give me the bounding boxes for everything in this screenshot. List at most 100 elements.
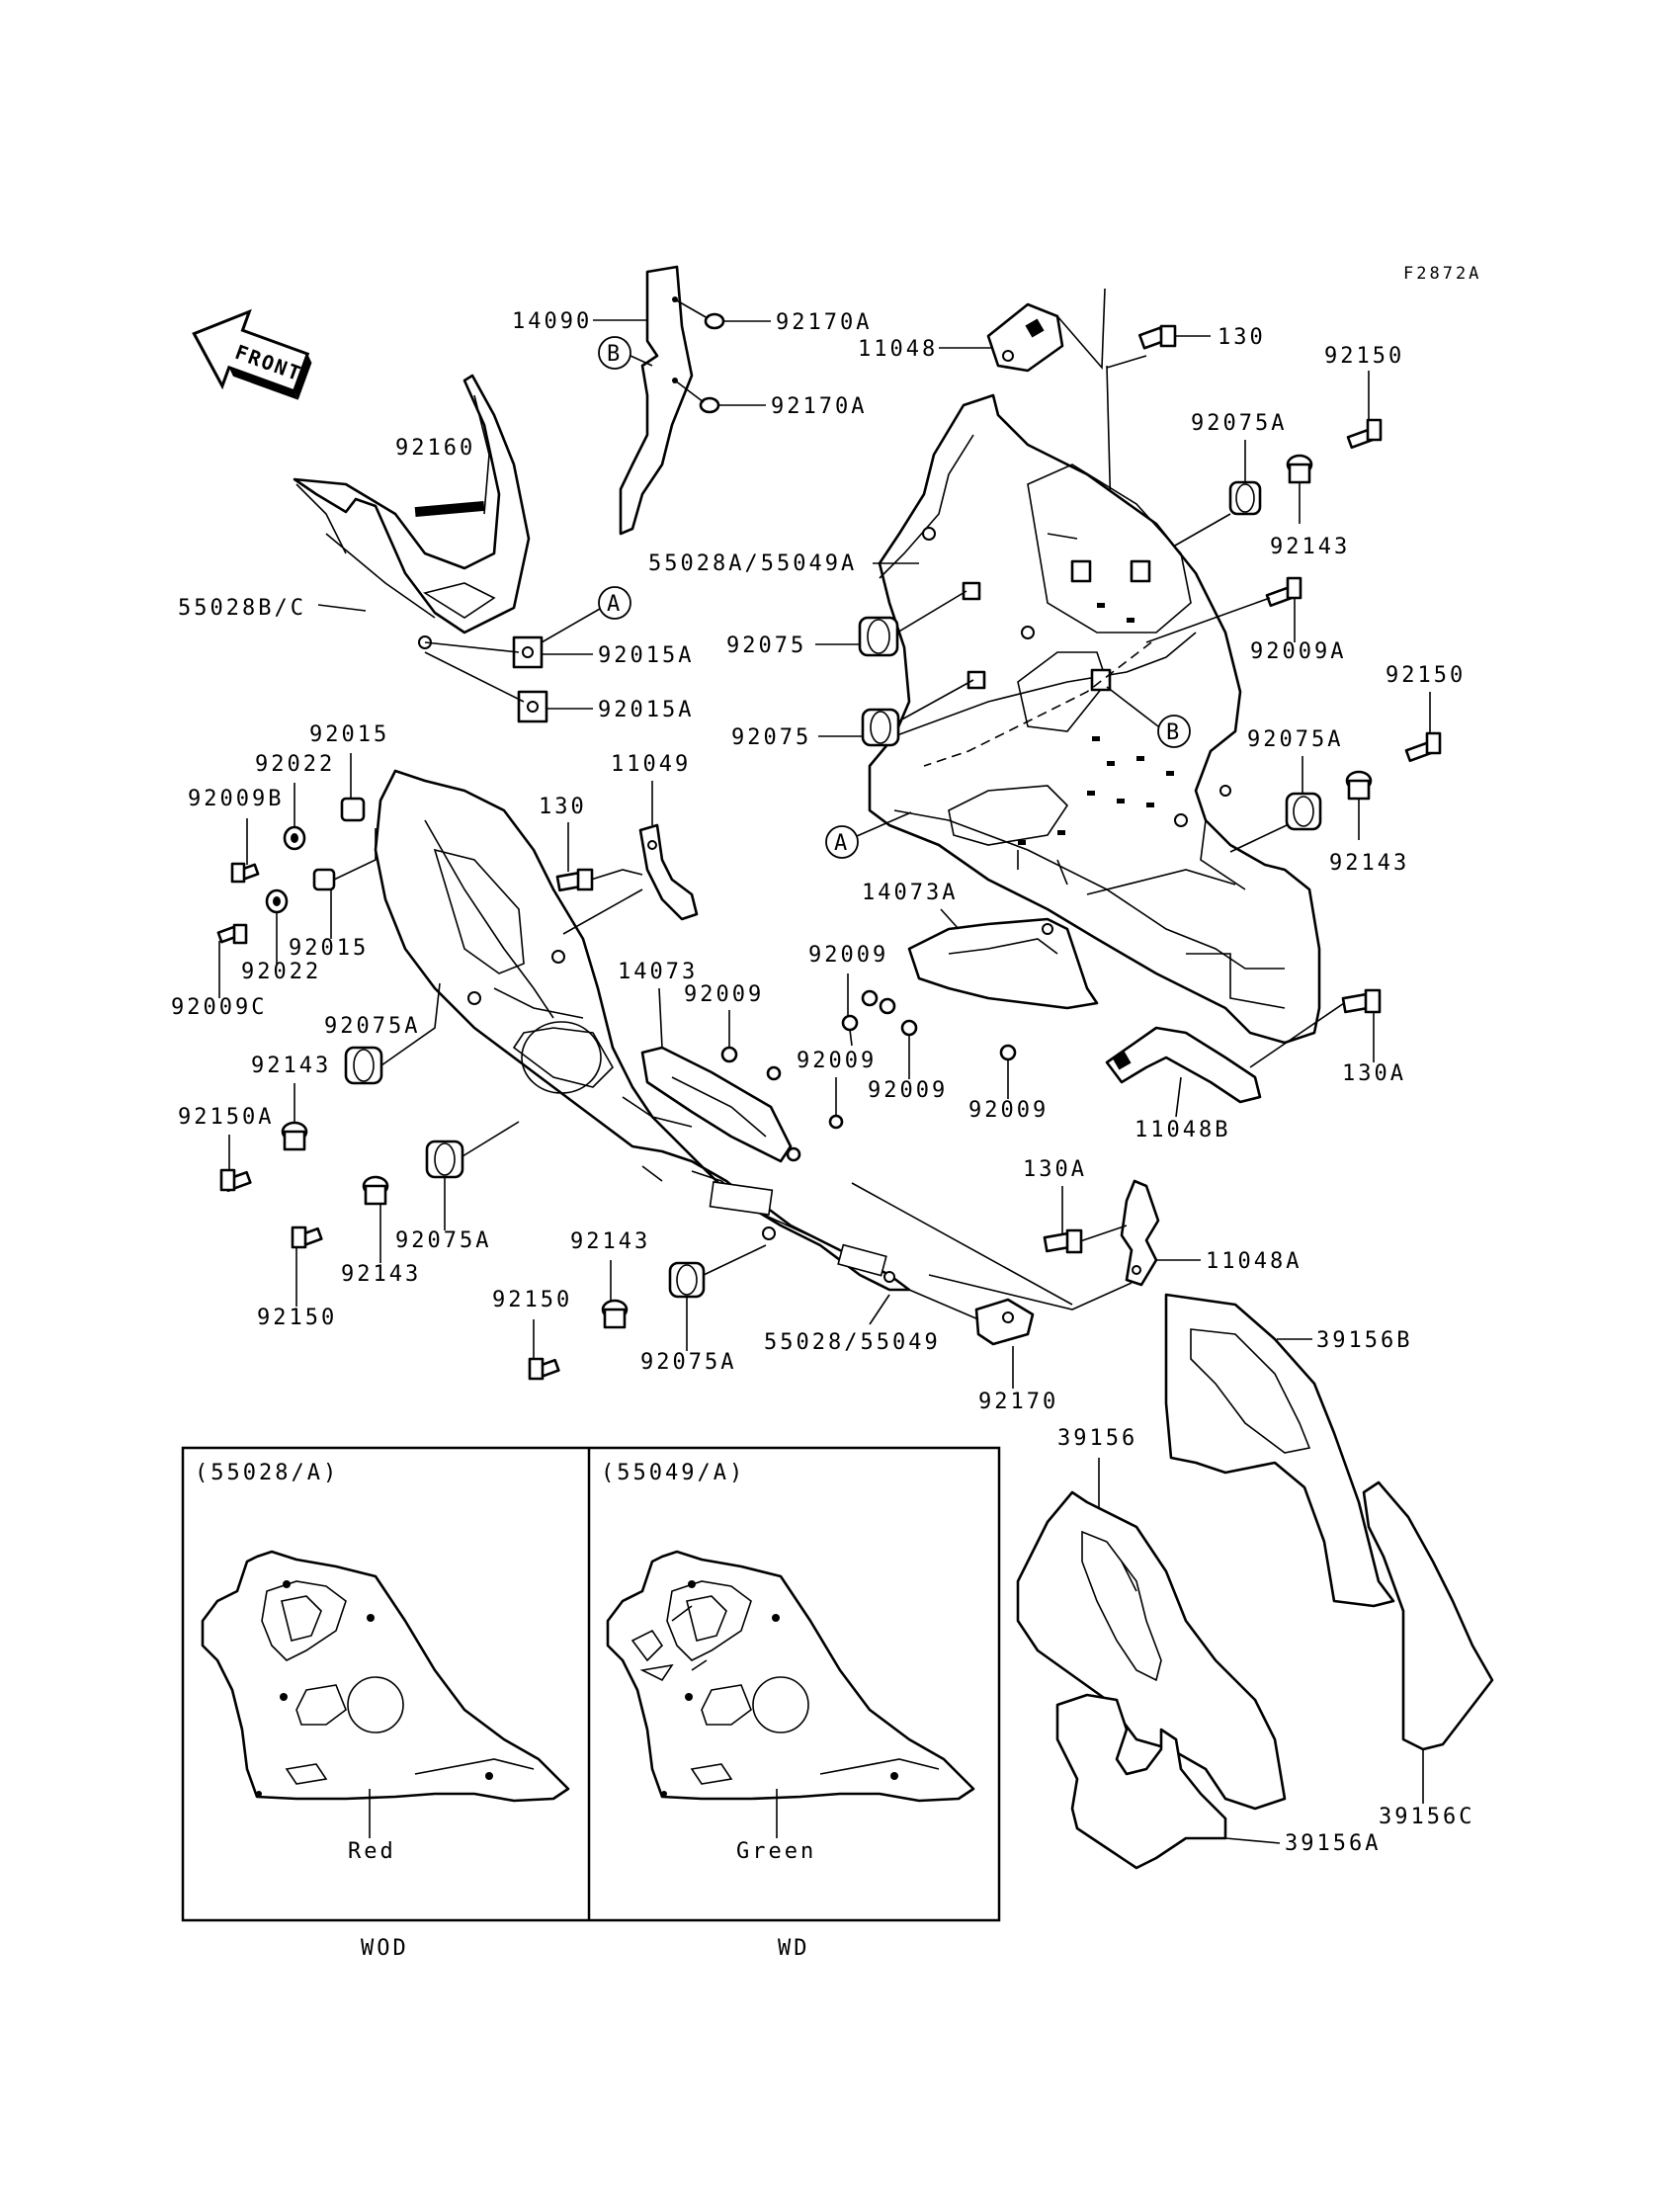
label-92075a-right: 92075A [1247,727,1343,752]
collar-92143-top [1286,454,1313,484]
bolt-130a-low [1043,1228,1083,1254]
bolt-92009c [216,923,248,945]
duct-14073 [640,1046,793,1163]
label-92009-4: 92009 [797,1049,877,1073]
bolt-130-top [1137,324,1177,350]
bolt-92009b [230,862,260,884]
ref-b-2: B [1166,720,1179,745]
screw-92009-4 [766,1065,844,1162]
inset-right-caption: WD [778,1936,810,1961]
shield-39156c [1362,1480,1494,1751]
inset-left-caption: WOD [361,1936,409,1961]
ref-a-1: A [607,592,620,617]
label-130a-low: 130A [1023,1157,1087,1182]
shield-39156 [1016,1490,1287,1811]
collar-92143-bottom [601,1299,629,1329]
label-92015-a: 92015 [309,722,389,747]
inset-right-title: (55049/A) [601,1461,745,1485]
bracket-14090 [619,265,694,536]
inset-right-color: Green [736,1839,816,1864]
label-92075a-top: 92075A [1191,411,1287,436]
label-39156c: 39156C [1379,1805,1474,1829]
collar-92143-left [281,1121,308,1151]
bracket-11048 [986,302,1064,373]
grommet-92075a-right [1285,792,1322,831]
bolt-92150a [219,1168,252,1193]
collar-92143-low [362,1175,389,1206]
label-92150-low: 92150 [257,1306,337,1330]
label-92170a-2: 92170A [771,394,867,419]
grommet-92075-1 [858,616,899,657]
label-55028bc: 55028B/C [178,596,306,621]
label-92143-top: 92143 [1270,535,1350,559]
label-92075-2: 92075 [731,725,811,750]
label-92075a-low: 92075A [395,1228,491,1253]
label-92160: 92160 [395,436,475,461]
label-39156b: 39156B [1316,1328,1412,1353]
bolt-92150-right [1404,731,1442,763]
label-92143-left: 92143 [251,1054,331,1078]
lower-fairing-55028-55049 [374,769,911,1292]
ref-b-1: B [607,342,620,367]
label-92009-3: 92009 [868,1078,948,1103]
bracket-11049 [638,823,699,921]
washer-92022-b [265,888,289,914]
clip-92170 [974,1298,1035,1346]
bracket-11048a [1120,1179,1160,1287]
shield-39156a [1055,1693,1281,1870]
screw-92009-1 [841,1014,859,1047]
screw-92009-2 [720,1046,738,1063]
bolt-92150-low [291,1225,323,1249]
bracket-11048b [1105,1026,1262,1104]
label-92150-right: 92150 [1386,663,1466,688]
collar-92143-right [1345,770,1373,801]
bolt-130-mid [555,868,594,892]
grommet-92075a-left [344,1046,383,1085]
label-92170: 92170 [978,1390,1058,1414]
label-92143-bottom: 92143 [570,1229,650,1254]
label-92022-a: 92022 [255,752,335,777]
label-92150a: 92150A [178,1105,274,1130]
grommet-92075a-low [425,1140,464,1179]
inner-cover-55028bc [293,374,531,649]
grommet-92075a-bottom [668,1261,706,1299]
bolt-92150-top [1346,418,1383,450]
washer-92022-a [283,825,306,851]
label-92009-1: 92009 [808,943,888,968]
grommet-92075a-top [1228,480,1262,516]
label-11048: 11048 [858,337,938,362]
label-92009a: 92009A [1250,639,1346,664]
inset-left-title: (55028/A) [195,1461,339,1485]
label-55028a-55049a: 55028A/55049A [648,551,857,576]
label-130a-right: 130A [1342,1061,1406,1086]
inset-left-color: Red [348,1839,396,1864]
label-92143-right: 92143 [1329,851,1409,876]
label-11048a: 11048A [1206,1249,1302,1274]
label-92022-b: 92022 [241,960,321,984]
label-92009b: 92009B [188,787,284,811]
label-14073a: 14073A [862,881,958,905]
green-fairing-illustration [606,1550,975,1803]
label-130-top: 130 [1218,325,1266,350]
screw-92009-3 [900,1019,918,1037]
ref-a-2: A [834,831,847,856]
label-39156a: 39156A [1285,1831,1381,1856]
label-11048b: 11048B [1134,1118,1230,1142]
shield-39156b [1164,1293,1395,1608]
label-92015a-2: 92015A [598,698,694,722]
diagram-code: F2872A [1403,264,1481,284]
bolt-92009a [1265,576,1302,608]
label-92015-b: 92015 [289,936,369,961]
screw-92009-1b [861,989,896,1015]
label-39156: 39156 [1057,1426,1137,1451]
label-92009-2: 92009 [684,982,764,1007]
grommet-92075-2 [861,708,900,747]
bolt-130a-right [1341,988,1382,1014]
label-92009-5: 92009 [968,1098,1049,1123]
label-92150-top: 92150 [1324,344,1404,369]
label-92150-bottom: 92150 [492,1288,572,1312]
label-92143-low: 92143 [341,1262,421,1287]
label-92170a-1: 92170A [776,310,872,335]
grommet-92015-a [340,797,366,822]
label-130-mid: 130 [539,795,587,819]
